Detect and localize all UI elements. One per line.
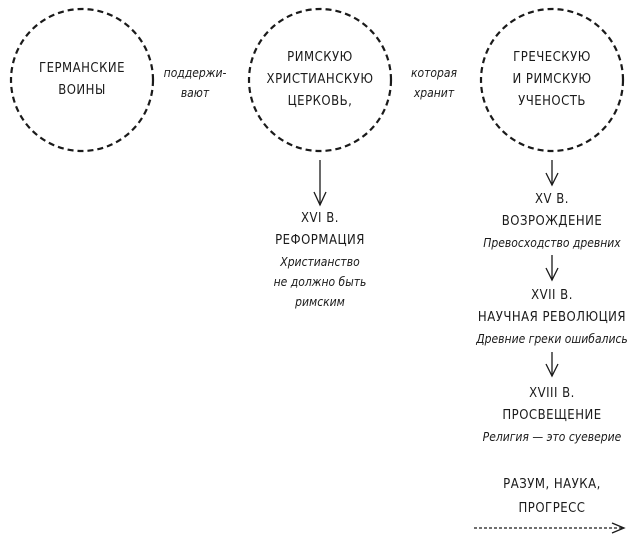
timeline-title: ПРОСВЕЩЕНИЕ <box>502 408 602 423</box>
reformation-century: XVI в. <box>301 211 339 226</box>
timeline-title: ВОЗРОЖДЕНИЕ <box>501 214 603 229</box>
connector-support: поддержи- вают <box>164 63 227 103</box>
timeline-note: Древние греки ошибались <box>476 332 628 346</box>
connector-preserves-line-1: которая <box>411 66 457 80</box>
church-line-1: РИМСКУЮ <box>287 50 353 65</box>
timeline-note: Религия — это суеверие <box>482 430 622 444</box>
church-line-3: ЦЕРКОВЬ, <box>287 94 353 109</box>
reformation-block: XVI в. РЕФОРМАЦИЯ Христианство не должно… <box>274 208 367 312</box>
connector-support-line-2: вают <box>180 86 210 100</box>
germanic-warriors-label: ГЕРМАНСКИЕ ВОИНЫ <box>39 58 125 102</box>
reformation-note-2: не должно быть <box>273 275 367 289</box>
timeline-item-scientific-revolution: XVII в. НАУЧНАЯ РЕВОЛЮЦИЯ Древние греки … <box>476 285 628 349</box>
outcome-line-2: ПРОГРЕСС <box>518 501 586 516</box>
church-line-2: ХРИСТИАНСКУЮ <box>266 72 374 87</box>
germanic-line-2: ВОИНЫ <box>58 83 106 98</box>
timeline-title: НАУЧНАЯ РЕВОЛЮЦИЯ <box>477 310 627 325</box>
arrow-scientific-revolution-to-enlightenment <box>545 352 559 378</box>
timeline-item-renaissance: XV в. ВОЗРОЖДЕНИЕ Превосходство древних <box>483 189 620 253</box>
timeline-century: XVIII в. <box>529 386 575 401</box>
germanic-warriors-circle <box>9 7 155 153</box>
greek-roman-learning-label: ГРЕЧЕСКУЮ И РИМСКУЮ УЧЕНОСТЬ <box>512 47 591 113</box>
connector-support-line-1: поддержи- <box>163 66 227 80</box>
greek-roman-learning-circle <box>479 7 625 153</box>
outcome-block: РАЗУМ, НАУКА, ПРОГРЕСС <box>503 473 601 521</box>
learning-line-1: ГРЕЧЕСКУЮ <box>513 50 591 65</box>
arrow-renaissance-to-scientific-revolution <box>545 255 559 282</box>
connector-preserves-line-2: хранит <box>413 86 455 100</box>
learning-line-3: УЧЕНОСТЬ <box>518 94 586 109</box>
roman-church-label: РИМСКУЮ ХРИСТИАНСКУЮ ЦЕРКОВЬ, <box>267 47 374 113</box>
arrow-church-to-reformation <box>313 160 327 207</box>
roman-church-circle <box>247 7 393 153</box>
arrow-learning-to-renaissance <box>545 160 559 187</box>
reformation-note-3: римским <box>295 295 345 309</box>
connector-preserves: которая хранит <box>411 63 457 103</box>
timeline-century: XV в. <box>535 192 569 207</box>
reformation-note-1: Христианство <box>280 255 360 269</box>
dashed-progress-arrow <box>474 522 626 534</box>
timeline-century: XVII в. <box>531 288 573 303</box>
outcome-line-1: РАЗУМ, НАУКА, <box>503 477 601 492</box>
timeline-item-enlightenment: XVIII в. ПРОСВЕЩЕНИЕ Религия — это суеве… <box>483 383 622 447</box>
learning-line-2: И РИМСКУЮ <box>512 72 592 87</box>
reformation-title: РЕФОРМАЦИЯ <box>275 233 365 248</box>
timeline-note: Превосходство древних <box>483 236 621 250</box>
germanic-line-1: ГЕРМАНСКИЕ <box>38 61 126 76</box>
